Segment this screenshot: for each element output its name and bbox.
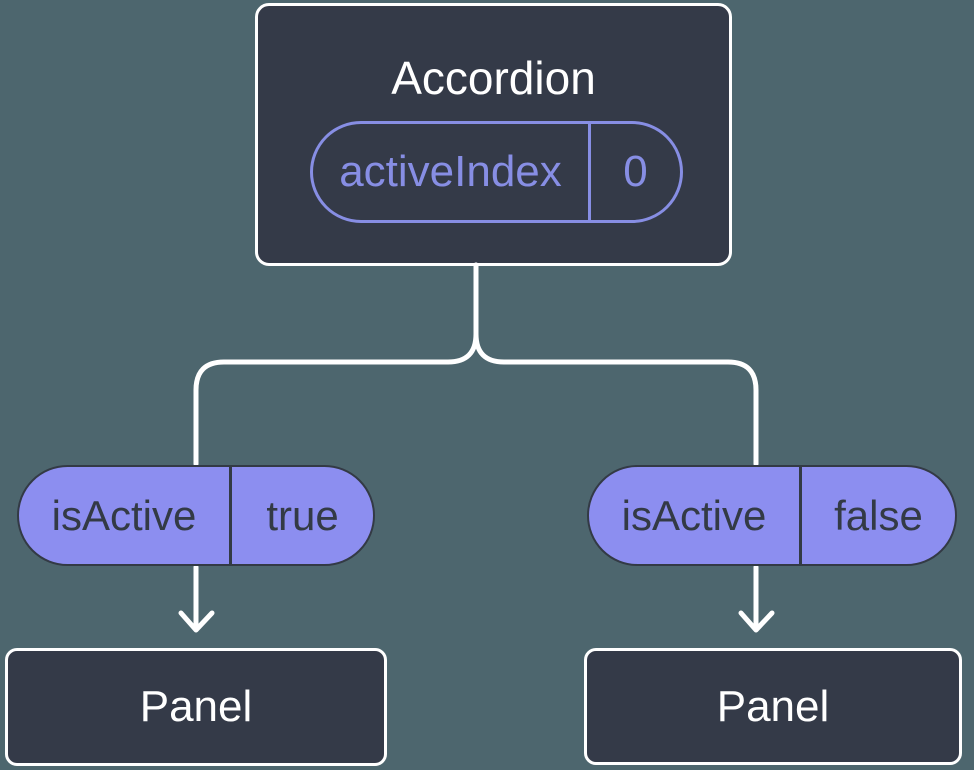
- panel-node-right: Panel: [584, 648, 962, 765]
- panel-node-left: Panel: [5, 648, 387, 766]
- panel-title: Panel: [139, 682, 253, 731]
- prop-value-label: true: [266, 491, 339, 539]
- prop-value-label: false: [834, 491, 923, 539]
- state-value-label: 0: [623, 147, 648, 196]
- branch-right-line: [473, 262, 759, 467]
- prop-pill-right: isActive false: [587, 465, 957, 566]
- arrow-down-left-icon: [178, 610, 215, 633]
- arrow-down-right-icon: [738, 610, 775, 633]
- accordion-title: Accordion: [391, 52, 596, 104]
- state-name-label: activeIndex: [313, 124, 591, 220]
- prop-name-label: isActive: [19, 467, 232, 564]
- panel-title: Panel: [716, 681, 830, 731]
- prop-name-label: isActive: [589, 467, 802, 564]
- state-pill: activeIndex 0: [310, 121, 683, 223]
- prop-pill-left: isActive true: [17, 465, 375, 566]
- branch-left-line: [193, 262, 479, 467]
- accordion-node: Accordion activeIndex 0: [255, 3, 732, 266]
